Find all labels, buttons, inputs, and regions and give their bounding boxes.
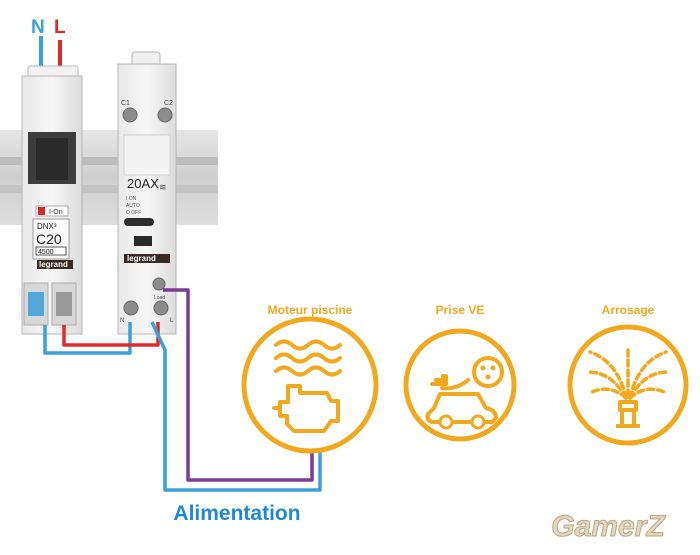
terminal-c2-label: C2 (164, 100, 173, 107)
application-moteur-piscine: Moteur piscine (241, 303, 379, 454)
watermark: GamerZ (551, 510, 666, 543)
mode-auto-label: AUTO (126, 203, 140, 209)
application-label: Arrosage (602, 303, 655, 317)
contactor-rating: 20AX (127, 176, 159, 191)
breaker-capacity: 4500 (38, 249, 54, 256)
terminal-c1-label: C1 (121, 100, 130, 107)
breaker-neutral-terminal (28, 292, 44, 316)
contactor-button[interactable] (134, 236, 152, 246)
breaker-switch-label: I-On (49, 209, 63, 216)
terminal-n-label: N (120, 318, 124, 324)
socket-pins (441, 365, 496, 386)
neutral-label: N (31, 17, 45, 38)
terminal-load-screw (152, 277, 166, 291)
application-circle (403, 328, 517, 442)
mode-on-label: I ON (126, 196, 137, 202)
engine-waves-icon (272, 339, 342, 433)
supply-label: Alimentation (173, 502, 300, 525)
terminal-load-label: Load (154, 295, 165, 301)
sprinkler-nozzle (616, 400, 640, 428)
sprinkler-icon (586, 346, 670, 400)
incoming-wires: N L (31, 17, 66, 70)
wifi-icon: ≋ (159, 182, 167, 192)
terminal-c1-screw (122, 107, 138, 123)
breaker-status-indicator (38, 207, 45, 215)
breaker-rating: C20 (36, 231, 62, 247)
breaker-live-terminal (56, 292, 72, 316)
contactor-brand: legrand (127, 254, 156, 263)
mode-selector[interactable] (124, 218, 154, 226)
module-wiring (43, 288, 322, 492)
breaker-toggle[interactable] (36, 138, 68, 180)
breaker-brand: legrand (39, 260, 68, 269)
application-prise-ve: Prise VE (403, 303, 517, 442)
terminal-n-screw (123, 300, 139, 316)
breaker-model: DNX³ (37, 222, 57, 231)
terminal-c2-screw (157, 107, 173, 123)
terminal-l-screw (153, 300, 169, 316)
application-arrosage: Arrosage (567, 303, 689, 446)
mode-off-label: O OFF (126, 210, 141, 216)
terminal-l-label: L (170, 318, 174, 324)
application-circle (241, 316, 379, 454)
live-label: L (54, 17, 66, 38)
application-label: Moteur piscine (268, 303, 353, 317)
car-wheels (438, 414, 486, 430)
circuit-breaker: I-On DNX³ C20 4500 legrand (21, 65, 83, 335)
application-circle (567, 324, 689, 446)
application-label: Prise VE (436, 303, 485, 317)
